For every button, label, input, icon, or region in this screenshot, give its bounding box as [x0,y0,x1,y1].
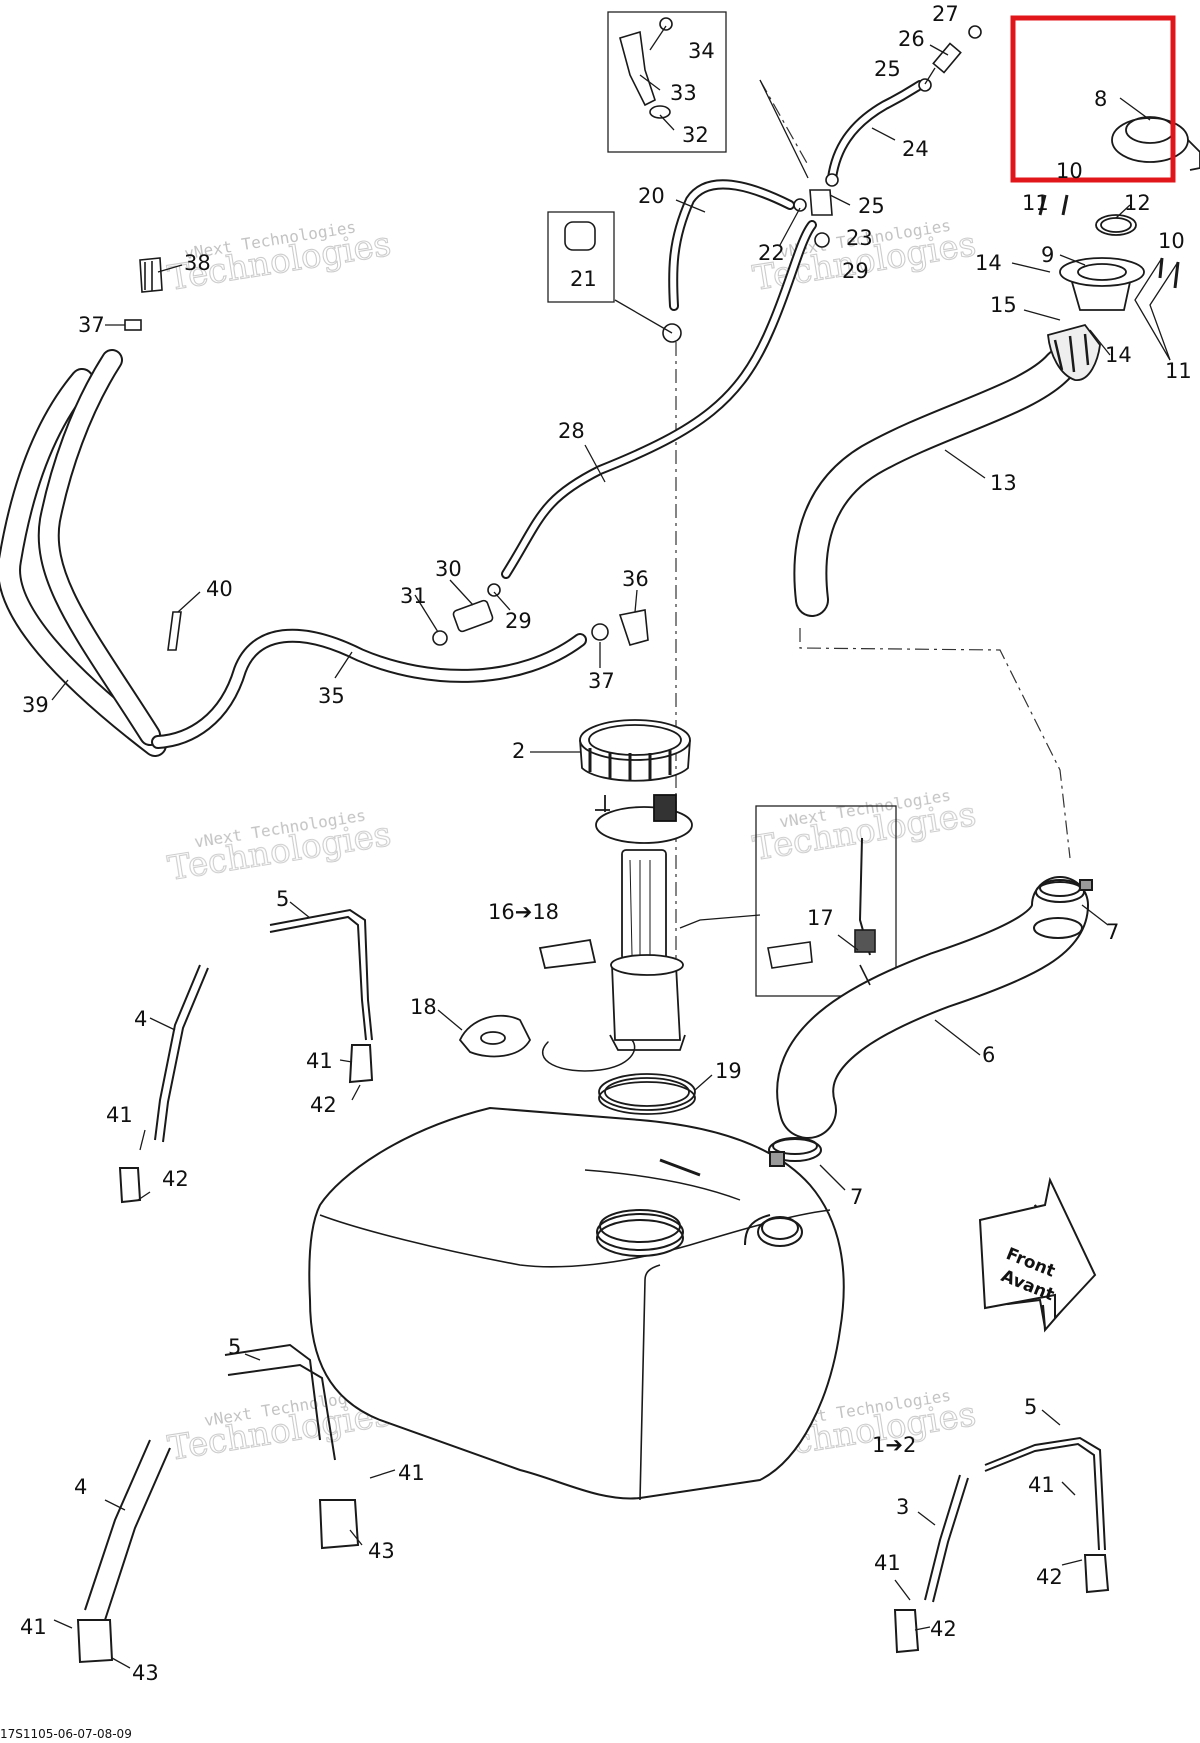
callout-label: 41 [874,1551,901,1575]
callout-label: 14 [975,251,1002,275]
callout-label: 41 [306,1049,333,1073]
callout-label: 41 [398,1461,425,1485]
callout-label: 16➔18 [488,900,559,924]
callout-label: 2 [512,739,525,763]
callout-label: 34 [688,39,715,63]
callout-label: 22 [758,241,785,265]
callout-label: 7 [850,1185,863,1209]
callout-label: 3 [896,1495,909,1519]
callout-label: 13 [990,471,1017,495]
callout-label: 15 [990,293,1017,317]
callout-label: 31 [400,584,427,608]
callout-label: 6 [982,1043,995,1067]
callout-label: 42 [930,1617,957,1641]
callout-label: 10 [1158,229,1185,253]
callout-label: 11 [1165,359,1192,383]
callout-label: 5 [228,1335,241,1359]
fuel-tank [308,1106,845,1501]
callout-label: 18 [410,995,437,1019]
callout-label: 20 [638,184,665,208]
callout-label: 4 [134,1007,147,1031]
fuel-pump-module [458,719,696,1115]
callout-label: 42 [310,1093,337,1117]
callout-labels: 27 26 25 24 25 34 33 32 8 10 11 12 10 9 … [20,2,1192,1685]
callout-label: 42 [1036,1565,1063,1589]
filler-neck-assembly [1038,116,1200,381]
callout-label: 7 [1106,920,1119,944]
callout-label: 17 [807,906,834,930]
callout-label: 39 [22,693,49,717]
callout-label: 43 [132,1661,159,1685]
small-fittings [124,17,982,651]
callout-label: 41 [1028,1473,1055,1497]
highlight-box [1010,15,1176,183]
callout-label: 30 [435,557,462,581]
callout-label: 5 [276,887,289,911]
callout-label: 29 [505,609,532,633]
callout-label: 24 [902,137,929,161]
callout-label: 41 [106,1103,133,1127]
inset-box-level-sensor [755,805,897,997]
callout-label: 9 [1041,243,1054,267]
callout-label: 43 [368,1539,395,1563]
callout-label: 25 [874,57,901,81]
fuel-level-sensor [767,837,876,986]
callout-label: 1➔2 [872,1433,916,1457]
callout-label: 28 [558,419,585,443]
callout-label: 27 [932,2,959,26]
callout-label: 36 [622,567,649,591]
callout-label: 5 [1024,1395,1037,1419]
callout-label: 11 [1022,191,1049,215]
callout-label: 33 [670,81,697,105]
callout-label: 14 [1105,343,1132,367]
callout-label: 29 [842,259,869,283]
callout-label: 21 [570,267,597,291]
inset-box-clamp [547,211,615,303]
callout-label: 4 [74,1475,87,1499]
callout-label: 38 [184,251,211,275]
callout-label: 10 [1056,159,1083,183]
hose-clamps [768,879,1093,1167]
callout-label: 12 [1124,191,1151,215]
callout-label: 26 [898,27,925,51]
tank-straps [76,908,1110,1664]
callout-label: 41 [20,1615,47,1639]
callout-label: 23 [846,226,873,250]
callout-label: 32 [682,123,709,147]
callout-label: 35 [318,684,345,708]
callout-label: 19 [715,1059,742,1083]
callout-label: 37 [588,669,615,693]
front-direction-arrow: Front Avant [978,1176,1097,1333]
diagram-reference-code: 17S1105-06-07-08-09 [0,1727,132,1741]
callout-label: 37 [78,313,105,337]
callout-label: 8 [1094,87,1107,111]
callout-label: 25 [858,194,885,218]
leader-lines [51,25,1179,1669]
inset-box-bracket [607,11,727,153]
callout-label: 42 [162,1167,189,1191]
callout-label: 40 [206,577,233,601]
